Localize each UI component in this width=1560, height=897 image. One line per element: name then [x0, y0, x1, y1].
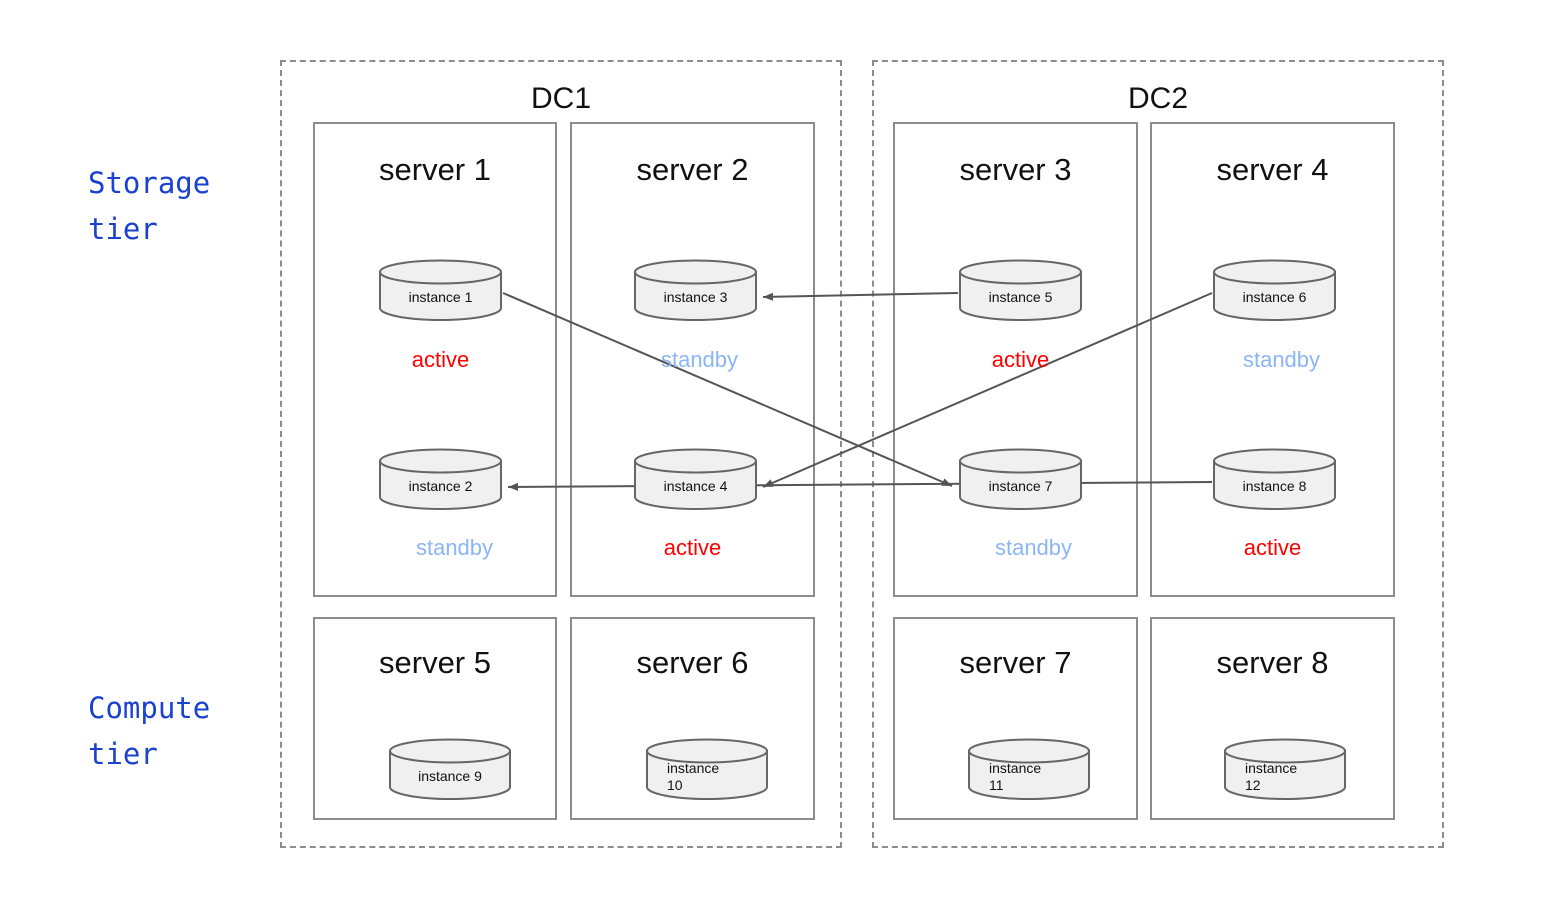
server-title-server-7: server 7 — [959, 645, 1072, 680]
instance-state-instance-7: standby — [994, 535, 1073, 560]
instance-cylinder-instance-2[interactable]: instance 2 — [378, 448, 503, 510]
server-box-server-6[interactable] — [570, 617, 815, 820]
instance-cylinder-instance-9[interactable]: instance 9 — [388, 738, 512, 800]
instance-cylinder-instance-5[interactable]: instance 5 — [958, 259, 1083, 321]
server-box-server-8[interactable] — [1150, 617, 1395, 820]
instance-state-instance-8: active — [1243, 535, 1302, 560]
instance-cylinder-instance-4[interactable]: instance 4 — [633, 448, 758, 510]
instance-cylinder-instance-7[interactable]: instance 7 — [958, 448, 1083, 510]
instance-state-instance-1: active — [411, 347, 470, 372]
instance-cylinder-instance-3[interactable]: instance 3 — [633, 259, 758, 321]
instance-state-instance-4: active — [663, 535, 722, 560]
instance-cylinder-instance-6[interactable]: instance 6 — [1212, 259, 1337, 321]
server-title-server-8: server 8 — [1216, 645, 1329, 680]
server-title-server-6: server 6 — [636, 645, 749, 680]
instance-cylinder-instance-12[interactable]: instance 12 — [1223, 738, 1347, 800]
instance-state-instance-3: standby — [660, 347, 739, 372]
instance-cylinder-instance-8[interactable]: instance 8 — [1212, 448, 1337, 510]
tier-label-compute: Compute tier — [88, 691, 211, 771]
datacenter-title-dc2: DC2 — [1127, 82, 1188, 115]
instance-cylinder-instance-10[interactable]: instance 10 — [645, 738, 769, 800]
server-title-server-2: server 2 — [636, 152, 749, 187]
server-title-server-4: server 4 — [1216, 152, 1329, 187]
instance-state-instance-2: standby — [415, 535, 494, 560]
instance-state-instance-5: active — [991, 347, 1050, 372]
server-title-server-5: server 5 — [379, 645, 491, 680]
server-box-server-5[interactable] — [313, 617, 557, 820]
instance-cylinder-instance-1[interactable]: instance 1 — [378, 259, 503, 321]
server-box-server-7[interactable] — [893, 617, 1138, 820]
tier-label-storage: Storage tier — [88, 166, 211, 246]
server-title-server-1: server 1 — [379, 152, 491, 187]
server-title-server-3: server 3 — [959, 152, 1072, 187]
instance-cylinder-instance-11[interactable]: instance 11 — [967, 738, 1091, 800]
datacenter-title-dc1: DC1 — [530, 82, 591, 115]
instance-state-instance-6: standby — [1242, 347, 1321, 372]
